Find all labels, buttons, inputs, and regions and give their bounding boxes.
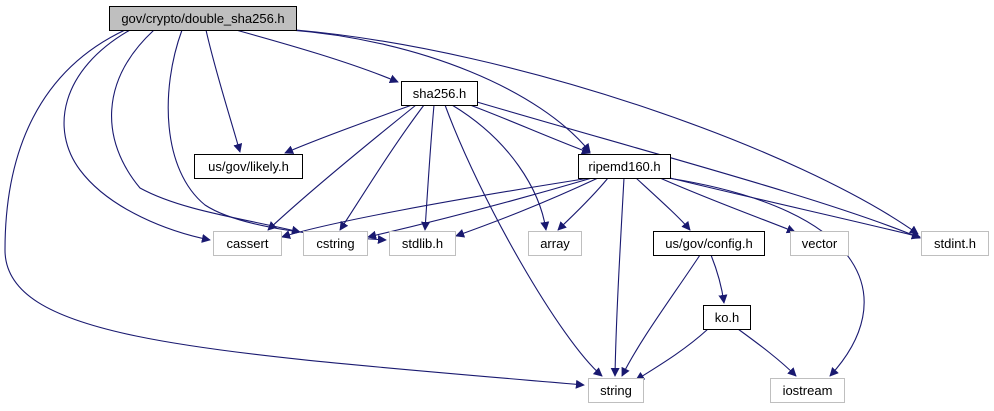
edge-double_sha256-to-cstring — [111, 29, 301, 235]
node-label-vector: vector — [802, 236, 838, 251]
edge-sha256-to-string — [444, 104, 603, 377]
node-label-sha256: sha256.h — [413, 86, 467, 101]
edge-sha256-to-stdint — [476, 101, 921, 239]
node-label-cassert: cassert — [227, 236, 269, 251]
nodes-layer: gov/crypto/double_sha256.h sha256.h us/gov… — [109, 6, 989, 403]
node-ko[interactable]: ko.h — [703, 305, 751, 330]
node-box-double_sha256 — [109, 6, 297, 31]
node-cassert[interactable]: cassert — [213, 231, 282, 256]
node-label-array: array — [540, 236, 570, 251]
node-array[interactable]: array — [528, 231, 582, 256]
node-iostream[interactable]: iostream — [770, 378, 845, 403]
node-label-stdlib: stdlib.h — [402, 236, 443, 251]
node-label-ko: ko.h — [715, 310, 740, 325]
node-box-config — [653, 231, 765, 256]
edge-sha256-to-cassert — [267, 104, 417, 231]
edge-sha256-to-stdlib — [421, 104, 435, 231]
edge-double_sha256-to-string — [4, 29, 585, 389]
node-label-iostream: iostream — [783, 383, 833, 398]
edge-sha256-to-ripemd160 — [469, 104, 591, 155]
node-box-cassert — [213, 231, 282, 256]
node-label-ripemd160: ripemd160.h — [588, 159, 660, 174]
node-box-likely — [194, 154, 303, 179]
node-box-cstring — [303, 231, 368, 256]
node-config[interactable]: us/gov/config.h — [653, 231, 765, 256]
node-likely[interactable]: us/gov/likely.h — [194, 154, 303, 179]
node-sha256[interactable]: sha256.h — [401, 81, 478, 106]
edge-ripemd160-to-vector — [659, 177, 796, 234]
edge-double_sha256-to-stdint — [295, 29, 919, 235]
edge-ko-to-iostream — [737, 328, 797, 377]
node-box-sha256 — [401, 81, 478, 106]
edge-ripemd160-to-array — [557, 177, 609, 231]
edge-double_sha256-to-cassert — [63, 29, 211, 243]
edge-double_sha256-to-sha256 — [235, 29, 399, 84]
edges-layer — [4, 29, 921, 389]
node-label-likely: us/gov/likely.h — [208, 159, 289, 174]
node-vector[interactable]: vector — [790, 231, 849, 256]
node-label-double_sha256: gov/crypto/double_sha256.h — [121, 11, 284, 26]
node-label-stdint: stdint.h — [934, 236, 976, 251]
node-string[interactable]: string — [588, 378, 644, 403]
node-box-ripemd160 — [578, 154, 671, 179]
node-box-ko — [703, 305, 751, 330]
node-label-cstring: cstring — [316, 236, 354, 251]
node-double_sha256[interactable]: gov/crypto/double_sha256.h — [109, 6, 297, 31]
node-stdlib[interactable]: stdlib.h — [389, 231, 456, 256]
edge-config-to-string — [621, 254, 701, 377]
edge-ripemd160-to-config — [635, 177, 691, 231]
edge-sha256-to-cstring — [339, 104, 425, 231]
edge-ripemd160-to-stdlib — [455, 177, 599, 238]
node-label-config: us/gov/config.h — [665, 236, 752, 251]
edge-ripemd160-to-cstring — [367, 177, 593, 240]
node-label-string: string — [600, 383, 632, 398]
edge-sha256-to-array — [451, 104, 550, 231]
edge-config-to-ko — [710, 254, 728, 304]
node-ripemd160[interactable]: ripemd160.h — [578, 154, 671, 179]
edge-ripemd160-to-cassert — [281, 177, 591, 239]
edge-sha256-to-likely — [284, 104, 413, 154]
node-cstring[interactable]: cstring — [303, 231, 368, 256]
edge-double_sha256-to-likely — [205, 29, 243, 153]
edge-ripemd160-to-stdint — [669, 177, 921, 240]
edge-ripemd160-to-iostream — [667, 177, 865, 377]
edge-ko-to-string — [635, 328, 709, 381]
edge-ripemd160-to-string — [610, 177, 625, 377]
node-box-vector — [790, 231, 849, 256]
node-box-stdlib — [389, 231, 456, 256]
node-box-iostream — [770, 378, 845, 403]
node-stdint[interactable]: stdint.h — [921, 231, 989, 256]
node-box-array — [528, 231, 582, 256]
node-box-string — [588, 378, 644, 403]
node-box-stdint — [921, 231, 989, 256]
